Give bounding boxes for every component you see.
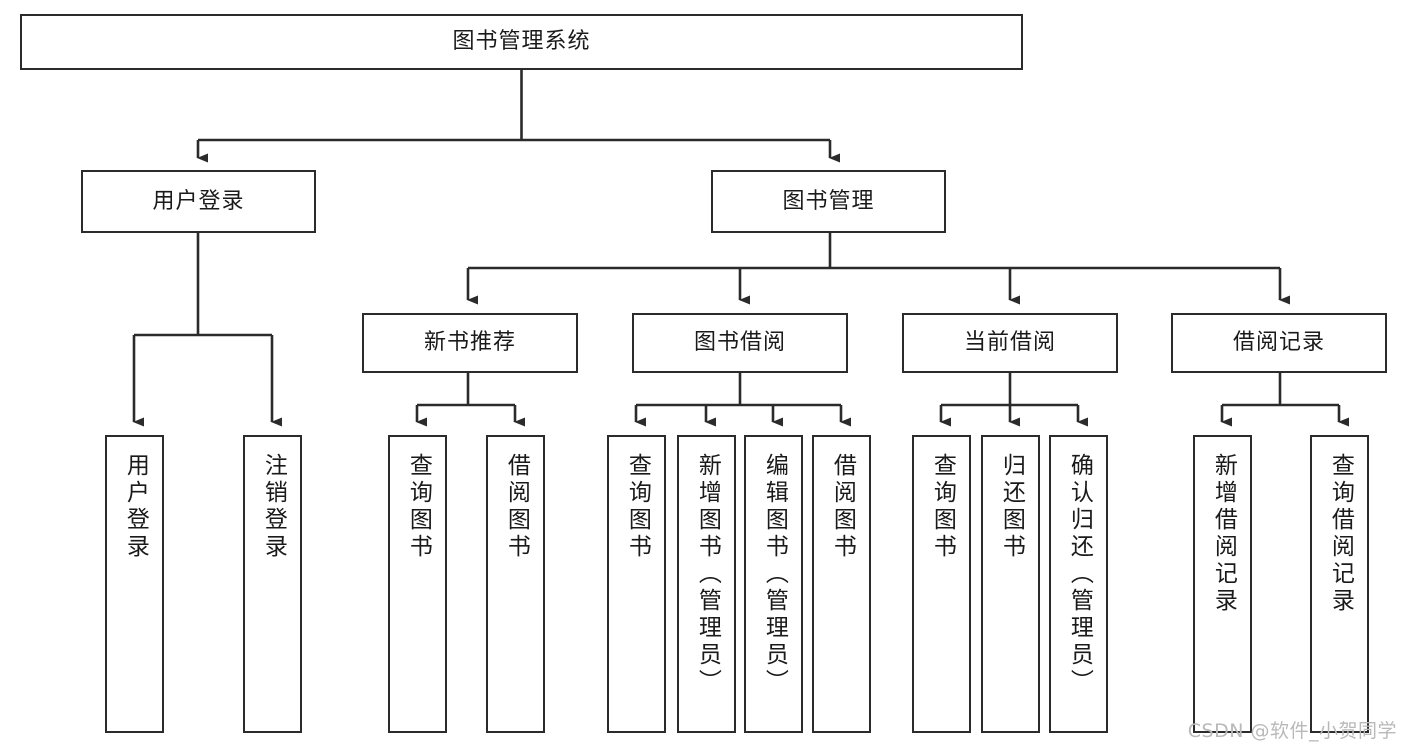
leaf-query-book-new[interactable]: 查询图书 <box>388 435 447 733</box>
node-user-login[interactable]: 用户登录 <box>81 170 316 233</box>
leaf-user-login[interactable]: 用户登录 <box>105 435 164 733</box>
node-label: 借阅图书 <box>829 453 856 561</box>
node-label: 图书借阅 <box>693 330 786 356</box>
node-label: 注销登录 <box>260 453 287 561</box>
node-label: 图书管理系统 <box>452 29 591 55</box>
node-label: 编辑图书（管理员） <box>761 453 788 696</box>
node-label: 查询图书 <box>405 453 432 561</box>
leaf-return-book[interactable]: 归还图书 <box>981 435 1040 733</box>
node-label: 新增图书（管理员） <box>694 453 721 696</box>
node-label: 当前借阅 <box>963 330 1056 356</box>
leaf-query-book[interactable]: 查询图书 <box>607 435 666 733</box>
leaf-logout[interactable]: 注销登录 <box>243 435 302 733</box>
node-book-borrow[interactable]: 图书借阅 <box>632 313 848 373</box>
node-label: 图书管理 <box>782 188 875 214</box>
node-label: 查询借阅记录 <box>1327 453 1354 615</box>
node-label: 借阅记录 <box>1232 330 1325 356</box>
node-label: 归还图书 <box>998 453 1025 561</box>
leaf-confirm-return-admin[interactable]: 确认归还（管理员） <box>1049 435 1108 733</box>
node-new-book-recommend[interactable]: 新书推荐 <box>362 313 578 373</box>
leaf-query-book-current[interactable]: 查询图书 <box>912 435 971 733</box>
node-current-borrow[interactable]: 当前借阅 <box>902 313 1118 373</box>
node-label: 借阅图书 <box>503 453 530 561</box>
leaf-query-borrow-record[interactable]: 查询借阅记录 <box>1310 435 1369 733</box>
leaf-add-book-admin[interactable]: 新增图书（管理员） <box>677 435 736 733</box>
csdn-watermark: CSDN @软件_小贺同学 <box>1187 720 1397 742</box>
leaf-borrow-book[interactable]: 借阅图书 <box>812 435 871 733</box>
node-label: 查询图书 <box>929 453 956 561</box>
node-root-system[interactable]: 图书管理系统 <box>20 14 1023 70</box>
node-label: 用户登录 <box>152 188 245 214</box>
node-book-management[interactable]: 图书管理 <box>711 170 946 233</box>
node-label: 新书推荐 <box>423 330 516 356</box>
leaf-add-borrow-record[interactable]: 新增借阅记录 <box>1193 435 1252 733</box>
node-borrow-record[interactable]: 借阅记录 <box>1171 313 1387 373</box>
leaf-borrow-book-new[interactable]: 借阅图书 <box>486 435 545 733</box>
node-label: 确认归还（管理员） <box>1066 453 1093 696</box>
node-label: 新增借阅记录 <box>1210 453 1237 615</box>
node-label: 用户登录 <box>122 453 149 561</box>
node-label: 查询图书 <box>624 453 651 561</box>
leaf-edit-book-admin[interactable]: 编辑图书（管理员） <box>744 435 803 733</box>
